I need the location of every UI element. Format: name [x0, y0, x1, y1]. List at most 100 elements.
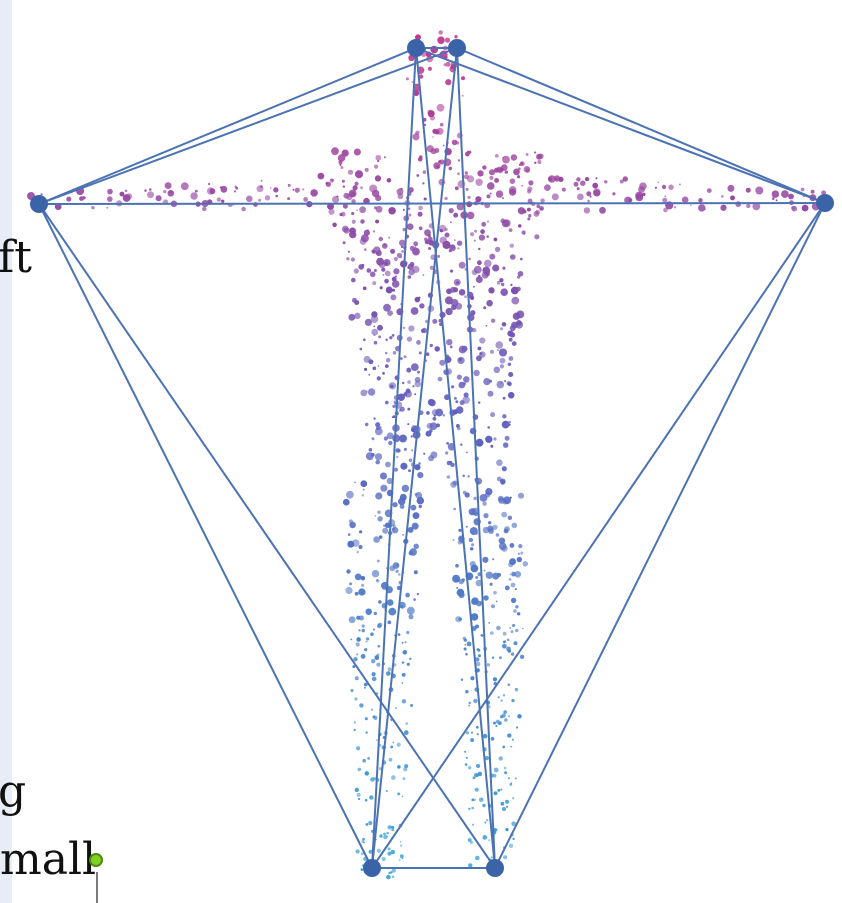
joint-left-hand[interactable] [30, 195, 48, 213]
silhouette-dot [746, 188, 751, 193]
silhouette-dot [342, 180, 345, 183]
silhouette-dot [382, 857, 386, 861]
silhouette-dot [499, 656, 502, 659]
silhouette-dot [487, 194, 491, 198]
silhouette-dot [353, 657, 357, 661]
silhouette-dot [504, 771, 507, 774]
joint-head-left[interactable] [407, 39, 425, 57]
silhouette-dot [370, 272, 376, 278]
silhouette-dot [493, 591, 497, 595]
silhouette-dot [502, 421, 510, 429]
silhouette-dot [382, 372, 385, 375]
silhouette-dot [430, 344, 433, 347]
rotate-handle-icon[interactable] [89, 853, 103, 867]
silhouette-dot [486, 300, 492, 306]
joint-right-foot[interactable] [486, 859, 504, 877]
silhouette-dot [464, 751, 466, 753]
silhouette-dot [395, 401, 403, 409]
silhouette-dot [430, 422, 438, 430]
silhouette-dot [365, 423, 368, 426]
silhouette-dot [512, 739, 514, 741]
silhouette-dot [419, 227, 423, 231]
silhouette-dot [515, 605, 518, 608]
silhouette-dot [491, 604, 495, 608]
silhouette-dot [510, 244, 514, 248]
silhouette-dot [490, 583, 493, 586]
silhouette-dot [496, 626, 501, 631]
silhouette-dot [377, 516, 382, 521]
silhouette-dot [510, 574, 512, 576]
silhouette-dot [440, 123, 444, 127]
silhouette-dot [409, 614, 414, 619]
silhouette-dot [412, 385, 414, 387]
silhouette-dot [395, 707, 397, 709]
slide-text-fragment-mall[interactable]: mall [0, 838, 96, 882]
silhouette-dot [343, 499, 350, 506]
silhouette-dot [368, 388, 375, 395]
silhouette-dot [454, 35, 457, 38]
silhouette-dot [149, 188, 152, 191]
silhouette-dot [295, 188, 300, 193]
silhouette-dot [374, 334, 376, 336]
silhouette-dot [342, 150, 349, 157]
joint-head-right[interactable] [448, 39, 466, 57]
silhouette-dot [409, 658, 411, 660]
silhouette-dot [391, 850, 395, 854]
silhouette-dot [260, 185, 263, 188]
silhouette-dot [477, 170, 483, 176]
silhouette-dot [462, 578, 465, 581]
silhouette-dot [354, 182, 358, 186]
silhouette-dot [450, 346, 453, 349]
silhouette-dot [437, 104, 445, 112]
silhouette-dot [489, 176, 493, 180]
silhouette-dot [412, 81, 414, 83]
silhouette-dot [445, 451, 448, 454]
silhouette-dot [593, 188, 601, 196]
silhouette-dot [403, 777, 406, 780]
silhouette-dot [505, 800, 509, 804]
joint-left-foot[interactable] [363, 859, 381, 877]
silhouette-dot [450, 270, 453, 273]
silhouette-dot [416, 174, 419, 177]
silhouette-dot [386, 671, 391, 676]
silhouette-dot [367, 268, 372, 273]
silhouette-dot [585, 177, 589, 181]
silhouette-dot [428, 455, 434, 461]
silhouette-dot [236, 187, 239, 190]
silhouette-dot [374, 165, 378, 169]
silhouette-dot [508, 516, 512, 520]
silhouette-dot [470, 232, 474, 236]
silhouette-dot [402, 857, 404, 859]
silhouette-dot [422, 182, 424, 184]
silhouette-dot [364, 248, 367, 251]
silhouette-dot [471, 543, 474, 546]
silhouette-dot [488, 622, 490, 624]
silhouette-dot [361, 654, 366, 659]
silhouette-dot [470, 310, 475, 315]
silhouette-dot [364, 648, 367, 651]
silhouette-dot [423, 170, 427, 174]
silhouette-dot [419, 303, 424, 308]
slide-text-fragment-ft[interactable]: ft [0, 236, 32, 280]
silhouette-dot [361, 629, 365, 633]
silhouette-dot [432, 319, 437, 324]
silhouette-dot [428, 247, 431, 250]
silhouette-dot [208, 183, 210, 185]
silhouette-dot [363, 489, 365, 491]
silhouette-dot [520, 552, 523, 555]
silhouette-dot [477, 649, 480, 652]
silhouette-dot [450, 287, 456, 293]
silhouette-dot [358, 545, 362, 549]
silhouette-dot [388, 207, 395, 214]
silhouette-dot [310, 189, 317, 196]
connector-head-right-to-left-hand [39, 48, 457, 204]
silhouette-dot [437, 255, 440, 258]
silhouette-dot [476, 726, 479, 729]
silhouette-dot [523, 210, 527, 214]
joint-right-hand[interactable] [816, 194, 834, 212]
silhouette-dot [354, 300, 359, 305]
silhouette-dot [502, 713, 506, 717]
slide-text-fragment-g[interactable]: g [0, 770, 26, 814]
silhouette-dot [439, 360, 445, 366]
silhouette-dot [377, 849, 381, 853]
